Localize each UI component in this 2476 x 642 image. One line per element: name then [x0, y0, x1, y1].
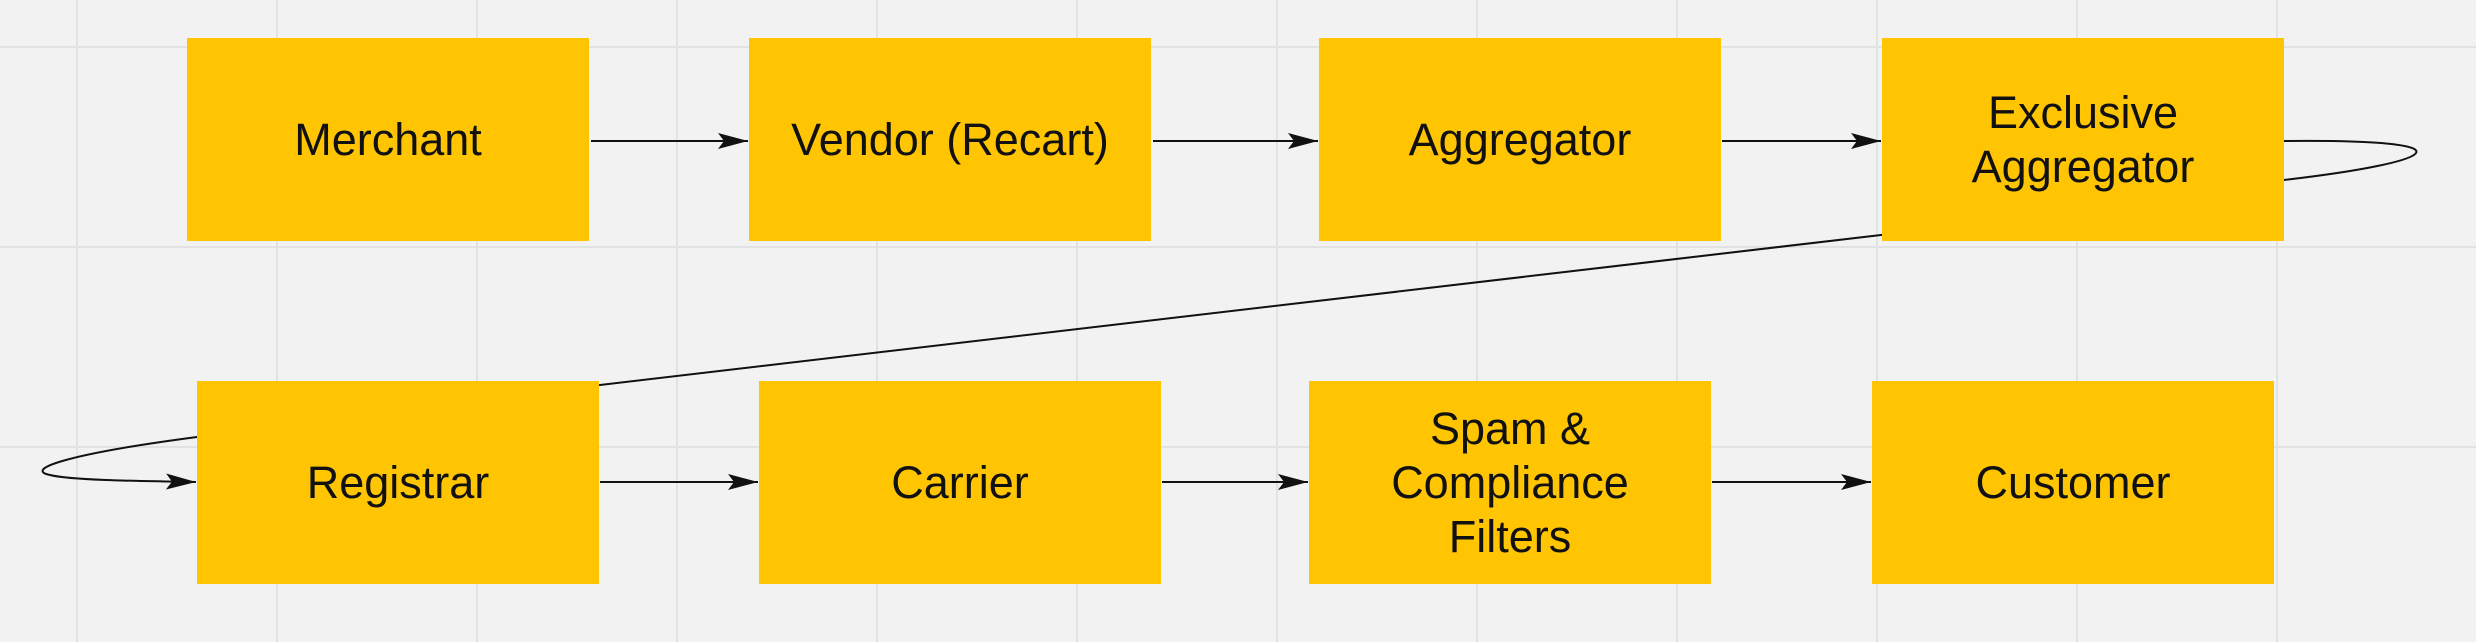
node-carrier[interactable]: Carrier [759, 381, 1161, 584]
node-merchant[interactable]: Merchant [187, 38, 589, 241]
node-spam-compliance-filters[interactable]: Spam & Compliance Filters [1309, 381, 1711, 584]
node-vendor[interactable]: Vendor (Recart) [749, 38, 1151, 241]
node-customer[interactable]: Customer [1872, 381, 2274, 584]
node-registrar[interactable]: Registrar [197, 381, 599, 584]
node-aggregator[interactable]: Aggregator [1319, 38, 1721, 241]
node-exclusive-aggregator[interactable]: Exclusive Aggregator [1882, 38, 2284, 241]
